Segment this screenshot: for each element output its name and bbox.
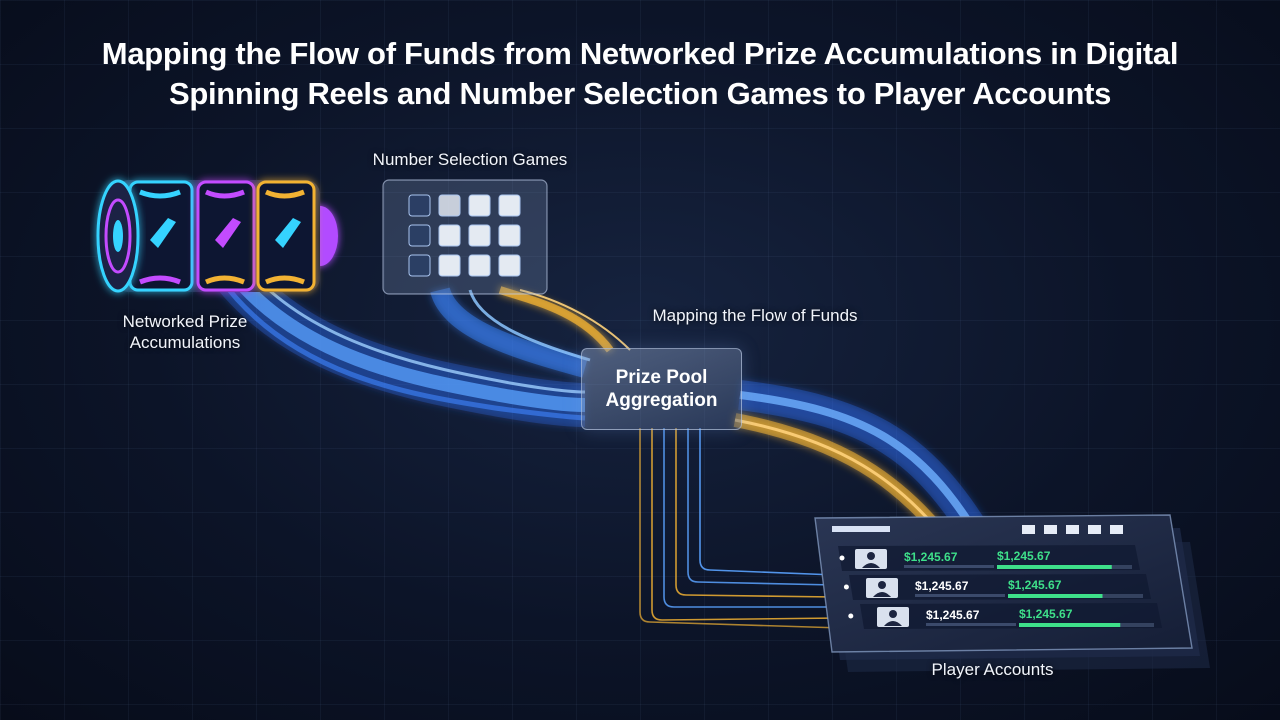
number-cell	[468, 194, 491, 217]
number-cell	[408, 254, 431, 277]
avatar-head	[867, 552, 875, 560]
account-credit: $1,245.67	[1019, 607, 1073, 621]
player-accounts-panel: $1,245.67$1,245.67$1,245.67$1,245.67$1,2…	[814, 514, 1210, 672]
account-row: $1,245.67 $1,245.67	[838, 545, 1140, 571]
balance-underline	[915, 594, 1005, 597]
avatar-body	[862, 563, 880, 568]
credit-progress-fill	[997, 565, 1112, 569]
account-balance: $1,245.67	[926, 608, 980, 622]
account-row-bg	[860, 603, 1162, 629]
page-title: Mapping the Flow of Funds from Networked…	[40, 34, 1240, 114]
number-cell	[438, 224, 461, 247]
avatar-body	[884, 621, 902, 626]
window-controls	[1022, 525, 1123, 534]
label-player-accounts: Player Accounts	[931, 660, 1054, 679]
distribution-lines	[639, 428, 843, 629]
prize-pool-aggregation-node: Prize Pool Aggregation	[581, 348, 742, 430]
account-balance: $1,245.67	[915, 579, 969, 593]
number-cell	[498, 224, 521, 247]
label-number-selection-games: Number Selection Games	[372, 150, 568, 169]
account-row-bg	[849, 574, 1151, 600]
account-row: $1,245.67 $1,245.67	[843, 574, 1151, 600]
slot-reels-icon	[96, 179, 338, 293]
account-credit: $1,245.67	[997, 549, 1051, 563]
title-line-2: Spinning Reels and Number Selection Game…	[168, 76, 1112, 111]
credit-progress-fill	[1019, 623, 1121, 627]
number-grid-icon	[382, 179, 548, 295]
number-cell	[468, 224, 491, 247]
label-networked-line-1: Networked Prize	[122, 312, 248, 331]
connector-dot	[839, 555, 845, 561]
connector-dot	[848, 613, 854, 619]
number-cell	[498, 254, 521, 277]
connector-dot	[843, 584, 849, 590]
fund-flow-streams	[212, 256, 993, 629]
balance-underline	[926, 623, 1016, 626]
number-cell	[438, 194, 461, 217]
account-row-bg	[838, 545, 1140, 571]
number-cell	[498, 194, 521, 217]
number-cell	[468, 254, 491, 277]
account-row: $1,245.67 $1,245.67	[848, 603, 1162, 629]
avatar-head	[878, 581, 886, 589]
avatar-head	[889, 610, 897, 618]
credit-progress-fill	[1008, 594, 1103, 598]
number-cell	[438, 254, 461, 277]
label-networked-prize-accumulations: Networked Prize Accumulations	[95, 311, 275, 353]
balance-underline	[904, 565, 994, 568]
pool-label-line-1: Prize Pool	[615, 367, 708, 388]
account-credit: $1,245.67	[1008, 578, 1062, 592]
avatar-body	[873, 592, 891, 597]
account-balance: $1,245.67	[904, 550, 958, 564]
number-cell	[408, 224, 431, 247]
number-cell	[408, 194, 431, 217]
flow-stream-games-blue	[430, 286, 588, 378]
flow-stream-reels-blue-core	[224, 265, 586, 412]
title-line-1: Mapping the Flow of Funds from Networked…	[101, 36, 1179, 71]
pool-label-line-2: Aggregation	[605, 390, 718, 411]
flow-stream-games-gold	[498, 286, 614, 353]
label-networked-line-2: Accumulations	[129, 333, 241, 352]
label-flow-of-funds: Mapping the Flow of Funds	[652, 306, 858, 325]
